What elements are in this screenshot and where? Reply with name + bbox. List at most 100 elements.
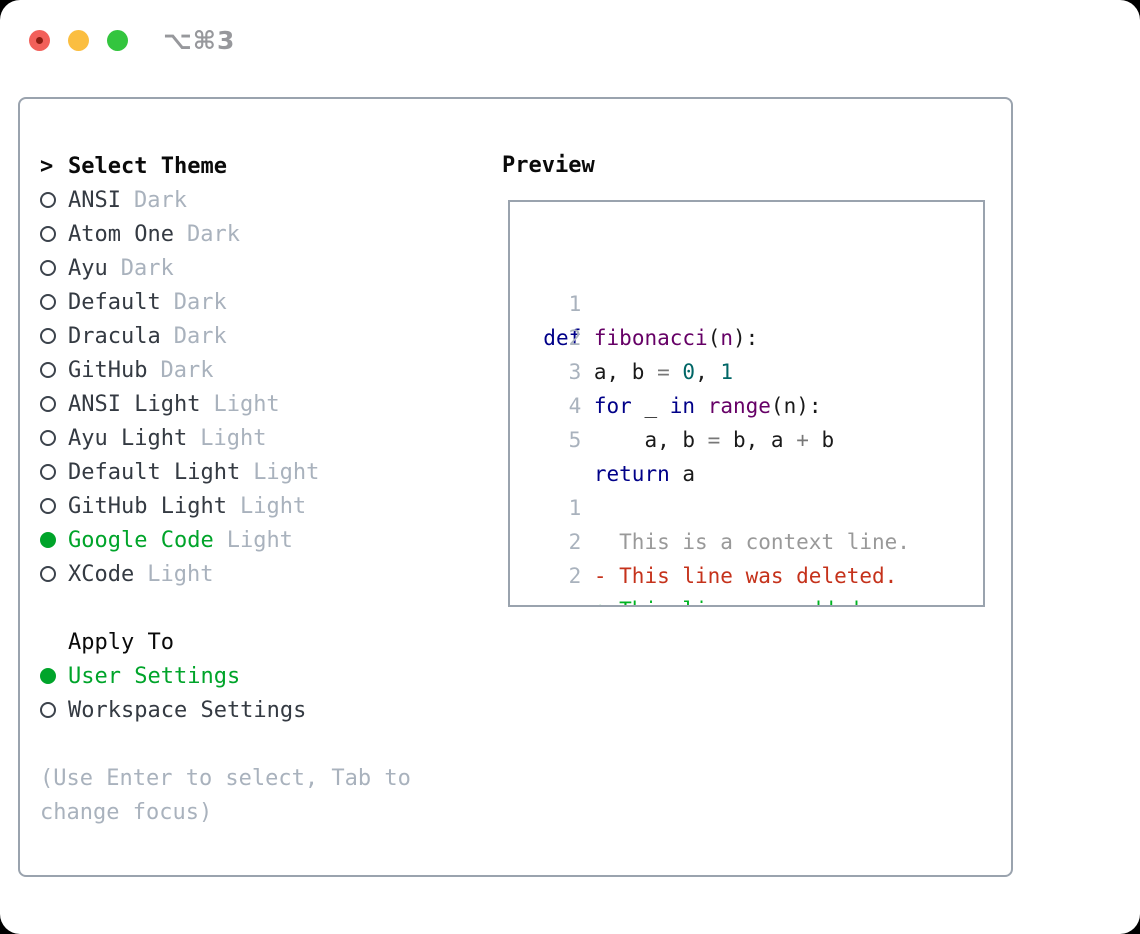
line-number: 5: [568, 428, 582, 452]
theme-option[interactable]: Default Dark: [40, 285, 411, 319]
code-token: =: [657, 360, 670, 384]
radio-bullet-icon: [40, 396, 68, 412]
spacer-row: [40, 591, 411, 625]
theme-option[interactable]: Default Light Light: [40, 455, 411, 489]
hint-line-1: (Use Enter to select, Tab to: [40, 765, 411, 791]
radio-bullet-icon: [40, 328, 68, 344]
radio-bullet-icon: [40, 566, 68, 582]
theme-option[interactable]: Ayu Dark: [40, 251, 411, 285]
theme-option[interactable]: GitHub Dark: [40, 353, 411, 387]
apply-to-options: User Settings Workspace Settings: [40, 659, 411, 727]
theme-options: ANSI Dark Atom One Dark Ayu Dark Default…: [40, 183, 411, 591]
radio-bullet-icon: [40, 464, 68, 480]
code-token: n: [720, 326, 733, 350]
option-variant: Light: [239, 493, 307, 519]
option-label: Dracula: [68, 323, 161, 349]
option-variant: Light: [226, 527, 293, 553]
radio-bullet-icon: [40, 362, 68, 378]
radio-bullet-icon: [40, 260, 68, 276]
focus-caret: >: [40, 153, 54, 179]
radio-bullet-icon: [40, 294, 68, 310]
code-token: ,: [695, 360, 721, 384]
theme-option[interactable]: User Settings: [40, 659, 411, 693]
option-variant: Dark: [160, 357, 214, 383]
option-variant: Light: [147, 561, 214, 587]
code-token: 1: [720, 360, 734, 384]
code-preview: 1 def fibonacci(n): 2 a, b = 0, 1 3 for …: [510, 202, 983, 605]
option-label: User Settings: [68, 663, 241, 689]
code-token: +: [796, 428, 809, 452]
theme-option[interactable]: XCode Light: [40, 557, 411, 591]
close-button[interactable]: [29, 30, 50, 51]
radio-bullet-icon: [40, 430, 68, 446]
line-number: 2: [568, 530, 582, 554]
code-line: 2 a, b = 0, 1: [518, 287, 983, 384]
minimize-button[interactable]: [68, 30, 89, 51]
code-token: a, b: [543, 360, 658, 384]
window-shortcut-label: ⌥⌘3: [163, 26, 236, 55]
code-line: 3 for _ in range(n):: [518, 321, 983, 418]
line-number: 4: [568, 394, 582, 418]
code-token: [670, 360, 683, 384]
theme-option[interactable]: Ayu Light Light: [40, 421, 411, 455]
option-variant: Light: [200, 425, 267, 451]
code-token: [695, 394, 708, 418]
hint-line-2: change focus): [40, 799, 213, 825]
radio-bullet-icon: [40, 498, 68, 514]
code-token: def: [543, 326, 582, 350]
code-token: a: [669, 462, 696, 486]
code-token: =: [707, 428, 721, 452]
code-token: This is a context line.: [543, 530, 910, 554]
code-token: 0: [682, 360, 696, 384]
theme-list: > Select Theme ANSI Dark Atom One Dark A…: [40, 149, 411, 829]
option-label: Atom One: [68, 221, 174, 247]
code-token: a, b: [543, 428, 708, 452]
option-label: ANSI Light: [68, 391, 201, 417]
line-number: 2: [568, 326, 582, 350]
zoom-button[interactable]: [107, 30, 128, 51]
option-variant: Light: [213, 391, 280, 417]
line-number: 1: [568, 496, 582, 520]
theme-option[interactable]: Dracula Dark: [40, 319, 411, 353]
option-label: Default Light: [68, 459, 241, 485]
preview-pane: 1 def fibonacci(n): 2 a, b = 0, 1 3 for …: [508, 200, 985, 607]
code-token: for: [593, 394, 632, 418]
select-theme-header: > Select Theme: [40, 149, 411, 183]
syntax-sample: 1 def fibonacci(n): 2 a, b = 0, 1 3 for …: [518, 253, 983, 486]
option-variant: Dark: [120, 255, 174, 281]
theme-option[interactable]: ANSI Light Light: [40, 387, 411, 421]
code-token: [543, 598, 594, 605]
code-token: (n):: [770, 394, 822, 418]
radio-bullet-icon: [40, 192, 68, 208]
option-label: Ayu: [68, 255, 108, 281]
code-token: (: [707, 326, 721, 350]
radio-bullet-icon: [40, 668, 68, 684]
code-token: in: [669, 394, 696, 418]
option-label: Ayu Light: [68, 425, 188, 451]
theme-option[interactable]: Atom One Dark: [40, 217, 411, 251]
option-variant: Dark: [133, 187, 187, 213]
theme-option[interactable]: Google Code Light: [40, 523, 411, 557]
code-token: b: [808, 428, 835, 452]
code-token: b, a: [720, 428, 797, 452]
option-variant: Light: [253, 459, 320, 485]
code-token: return: [593, 462, 670, 486]
line-number: 3: [568, 360, 582, 384]
theme-option[interactable]: ANSI Dark: [40, 183, 411, 217]
option-variant: Dark: [173, 323, 227, 349]
code-token: ):: [733, 326, 759, 350]
select-theme-title: Select Theme: [68, 153, 227, 179]
diff-sample: 1 This is a context line. 2 - This line …: [518, 457, 983, 605]
code-token: - This line was deleted.: [593, 564, 898, 588]
option-variant: Dark: [186, 221, 240, 247]
line-number: 2: [568, 564, 582, 588]
code-line: 5 return a: [518, 389, 983, 486]
theme-option[interactable]: GitHub Light Light: [40, 489, 411, 523]
option-label: GitHub: [68, 357, 148, 383]
code-line: 2 - This line was deleted.: [518, 491, 983, 588]
theme-option[interactable]: Workspace Settings: [40, 693, 411, 727]
code-token: _: [631, 394, 670, 418]
code-line: 2 + This line was added.: [518, 525, 983, 605]
option-label: Google Code: [68, 527, 214, 553]
radio-bullet-icon: [40, 702, 68, 718]
